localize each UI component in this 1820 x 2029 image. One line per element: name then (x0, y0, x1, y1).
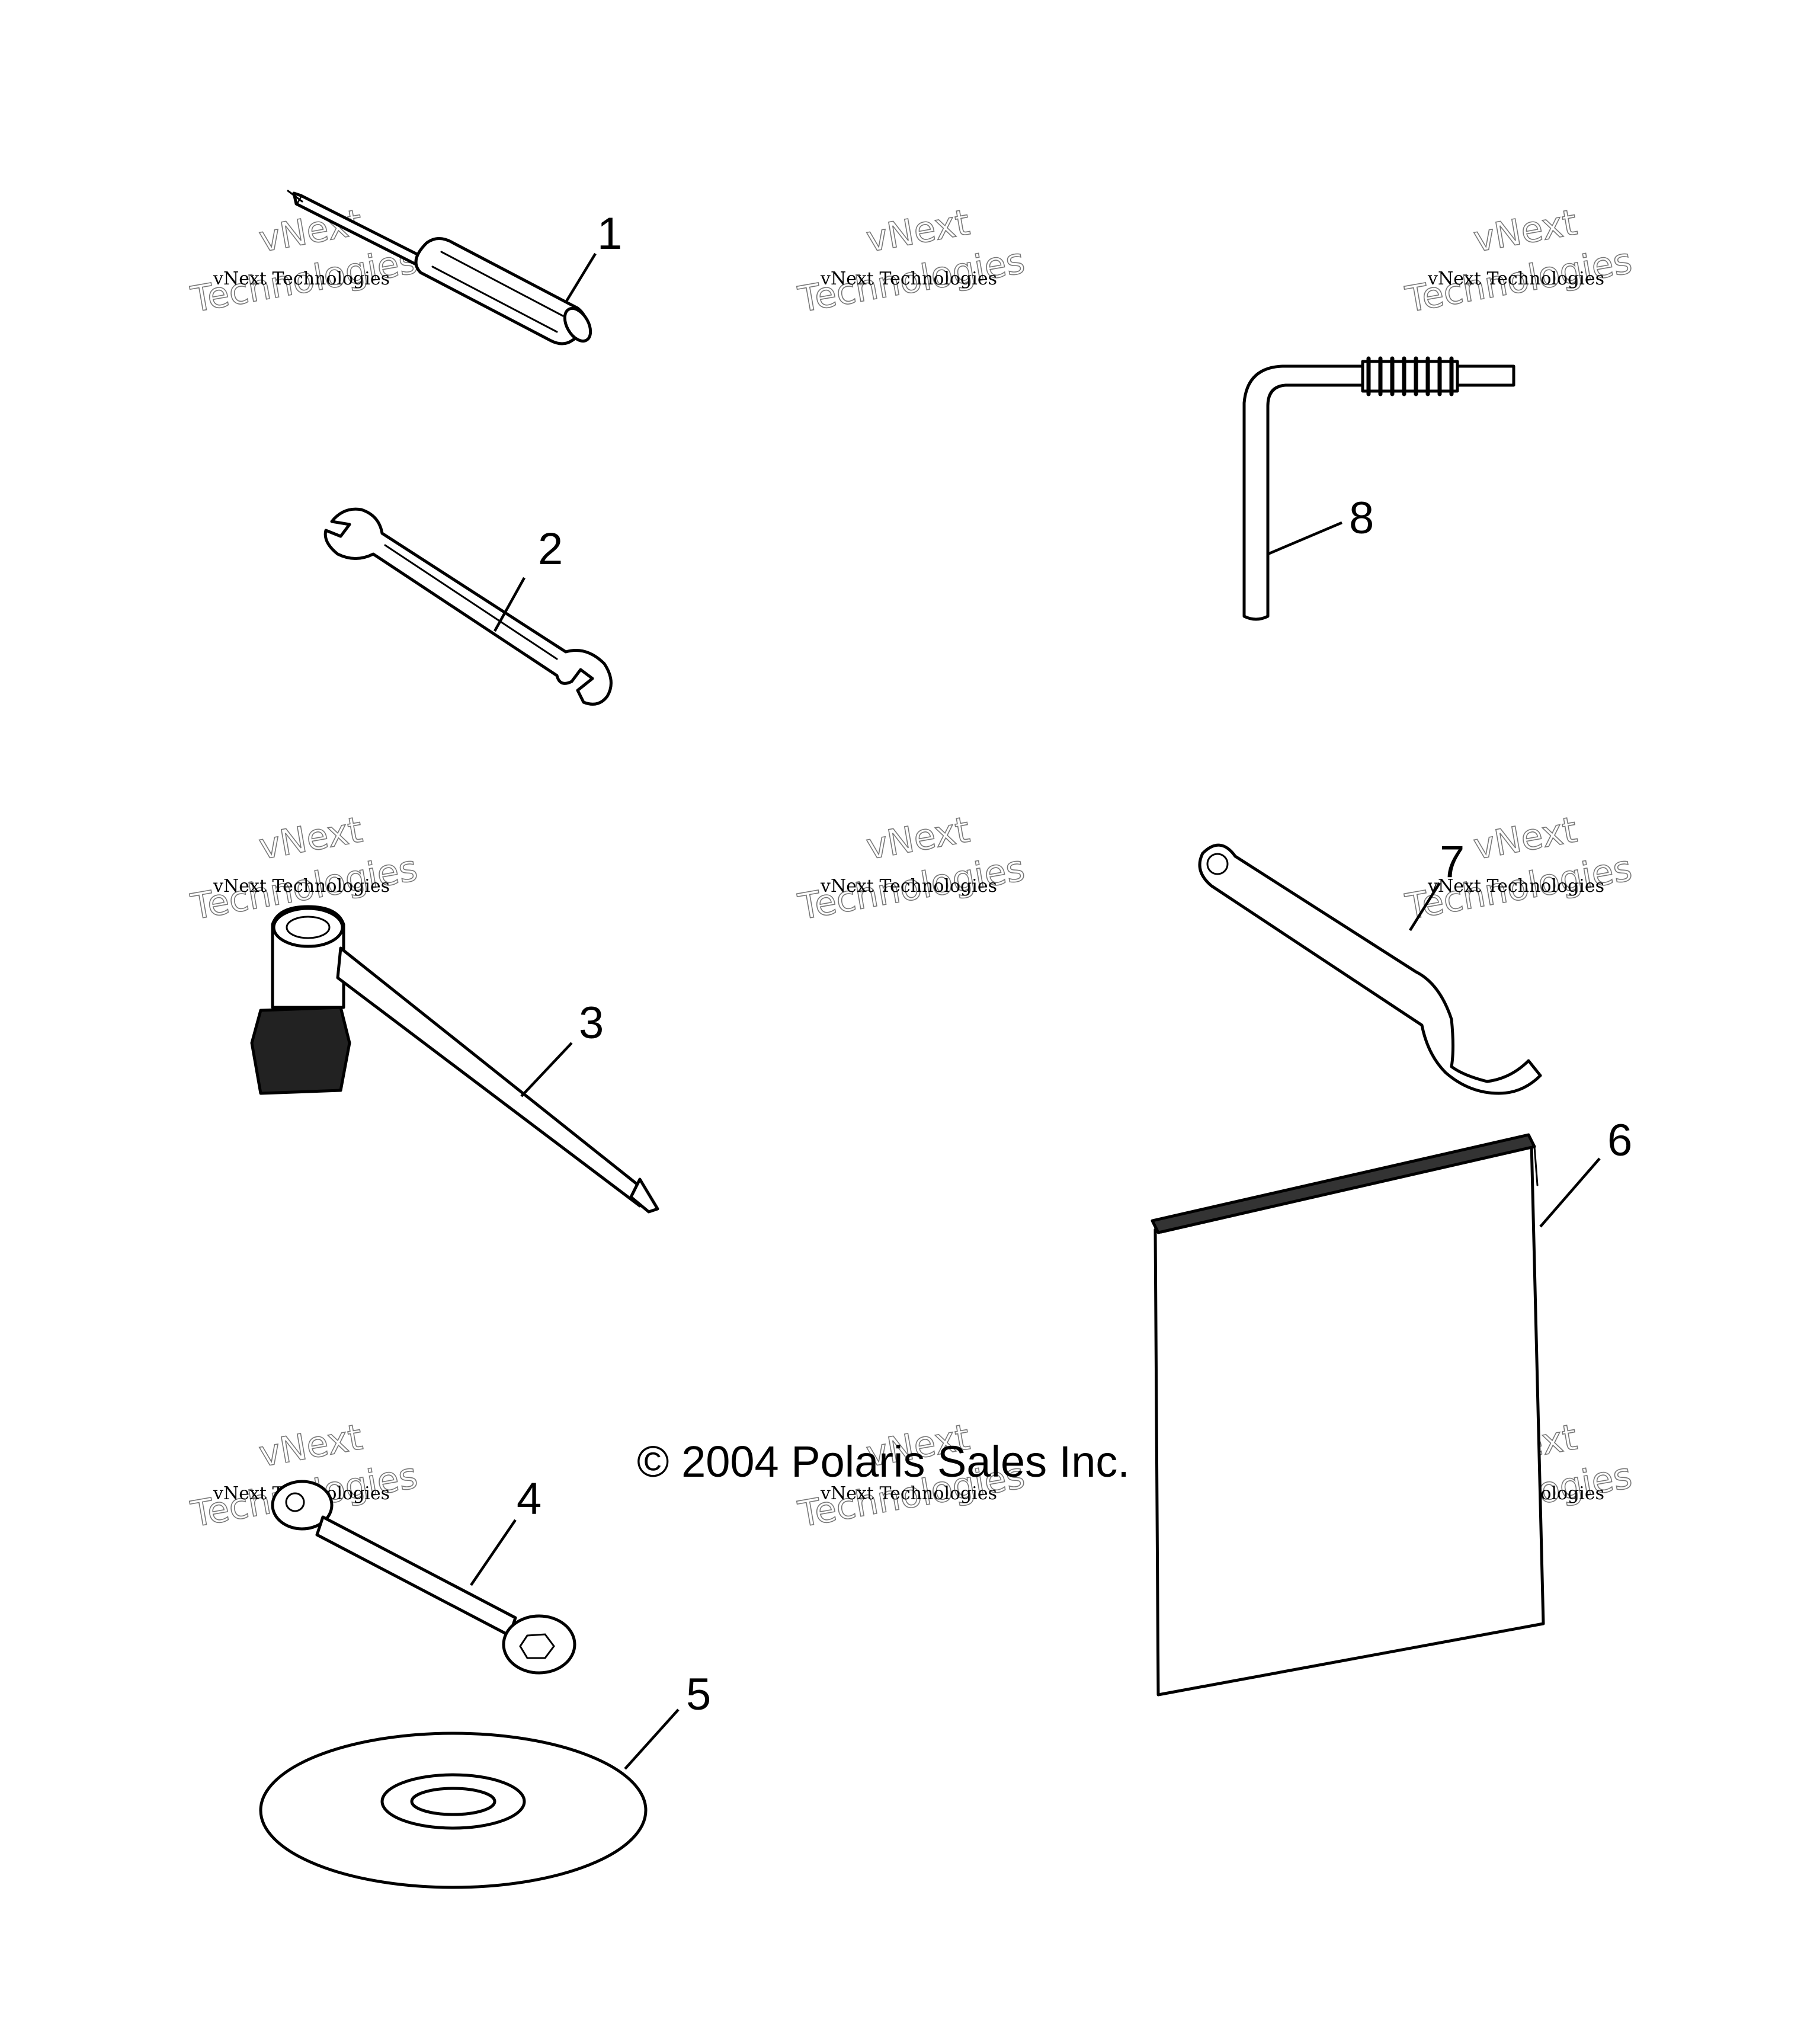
manual-booklet-icon (1151, 1133, 1545, 1697)
hex-key-icon (1242, 356, 1515, 621)
callout-1: 1 (597, 209, 622, 259)
spark-plug-wrench-icon (250, 905, 659, 1214)
callout-6: 6 (1607, 1115, 1632, 1166)
watermark-small: vNext Technologies (820, 876, 997, 897)
disc-icon (259, 1732, 648, 1889)
screwdriver-icon (287, 190, 592, 345)
watermark-r1c3: vNext Technologies vNext Technologies (1402, 201, 1635, 322)
watermark-r1c1: vNext Technologies vNext Technologies (187, 201, 421, 322)
watermark-r1c2: vNext Technologies vNext Technologies (794, 201, 1028, 322)
leader-3 (520, 1042, 573, 1097)
watermark-small: vNext Technologies (213, 268, 390, 289)
callout-labels: 1 2 3 4 5 6 7 8 (517, 209, 1632, 1720)
watermark-small: vNext Technologies (1427, 268, 1604, 289)
copyright-notice: © 2004 Polaris Sales Inc. (637, 1437, 1130, 1486)
leader-lines (470, 252, 1601, 1770)
leader-2 (494, 577, 526, 632)
watermark-r2c3: vNext Technologies vNext Technologies (1402, 809, 1635, 929)
leader-7 (1409, 882, 1441, 932)
callout-3: 3 (579, 998, 604, 1048)
leader-6 (1539, 1157, 1601, 1228)
watermark-r2c2: vNext Technologies vNext Technologies (794, 809, 1028, 929)
callout-8: 8 (1349, 493, 1374, 543)
leader-8 (1267, 521, 1342, 556)
open-end-wrench-icon (323, 507, 613, 706)
leader-1 (565, 252, 597, 303)
watermark-small: vNext Technologies (820, 1483, 997, 1504)
watermark-small: vNext Technologies (820, 268, 997, 289)
box-wrench-icon (271, 1480, 576, 1675)
leader-4 (470, 1519, 517, 1586)
watermark-small: vNext Technologies (1427, 876, 1604, 897)
leader-5 (624, 1708, 680, 1770)
callout-4: 4 (517, 1474, 541, 1524)
spanner-wrench-icon (1198, 843, 1542, 1095)
hex-key-grip-ridges (1366, 356, 1454, 396)
callout-5: 5 (686, 1669, 711, 1720)
watermark-small: vNext Technologies (213, 876, 390, 897)
callout-2: 2 (538, 524, 563, 574)
callout-7: 7 (1440, 837, 1465, 887)
